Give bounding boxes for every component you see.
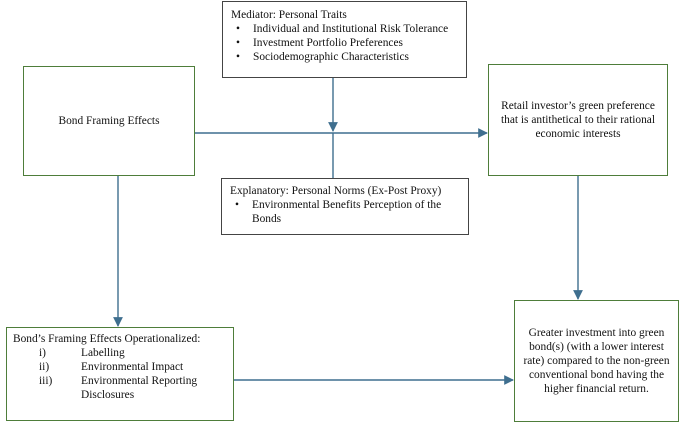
operationalized-item: i) Labelling: [13, 346, 227, 360]
green-preference-text: Retail investor’s green preference that …: [500, 100, 656, 140]
mediator-box: Mediator: Personal Traits Individual and…: [222, 1, 467, 78]
operationalized-item-text: Labelling: [81, 347, 125, 359]
operationalized-item-number: ii): [39, 361, 50, 373]
mediator-item: Investment Portfolio Preferences: [231, 36, 458, 50]
operationalized-box: Bond’s Framing Effects Operationalized: …: [6, 327, 234, 421]
explanatory-box: Explanatory: Personal Norms (Ex-Post Pro…: [221, 178, 469, 235]
operationalized-item: iii) Environmental Reporting Disclosures: [13, 374, 227, 402]
explanatory-item: Environmental Benefits Perception of the…: [230, 198, 460, 226]
operationalized-item: ii) Environmental Impact: [13, 360, 227, 374]
operationalized-item-text: Environmental Impact: [81, 361, 184, 373]
mediator-item: Individual and Institutional Risk Tolera…: [231, 22, 458, 36]
explanatory-list: Environmental Benefits Perception of the…: [230, 198, 460, 226]
outcome-text: Greater investment into green bond(s) (w…: [523, 327, 670, 395]
operationalized-item-text: Environmental Reporting Disclosures: [81, 375, 198, 401]
explanatory-title: Explanatory: Personal Norms (Ex-Post Pro…: [230, 185, 442, 197]
mediator-list: Individual and Institutional Risk Tolera…: [231, 22, 458, 64]
bond-framing-effects-label: Bond Framing Effects: [58, 115, 160, 127]
operationalized-title: Bond’s Framing Effects Operationalized:: [13, 333, 201, 345]
green-preference-box: Retail investor’s green preference that …: [488, 64, 668, 176]
mediator-title: Mediator: Personal Traits: [231, 9, 347, 21]
bond-framing-effects-box: Bond Framing Effects: [23, 66, 195, 176]
outcome-box: Greater investment into green bond(s) (w…: [514, 300, 679, 422]
operationalized-item-number: iii): [39, 375, 53, 387]
operationalized-item-number: i): [39, 347, 46, 359]
mediator-item: Sociodemographic Characteristics: [231, 50, 458, 64]
